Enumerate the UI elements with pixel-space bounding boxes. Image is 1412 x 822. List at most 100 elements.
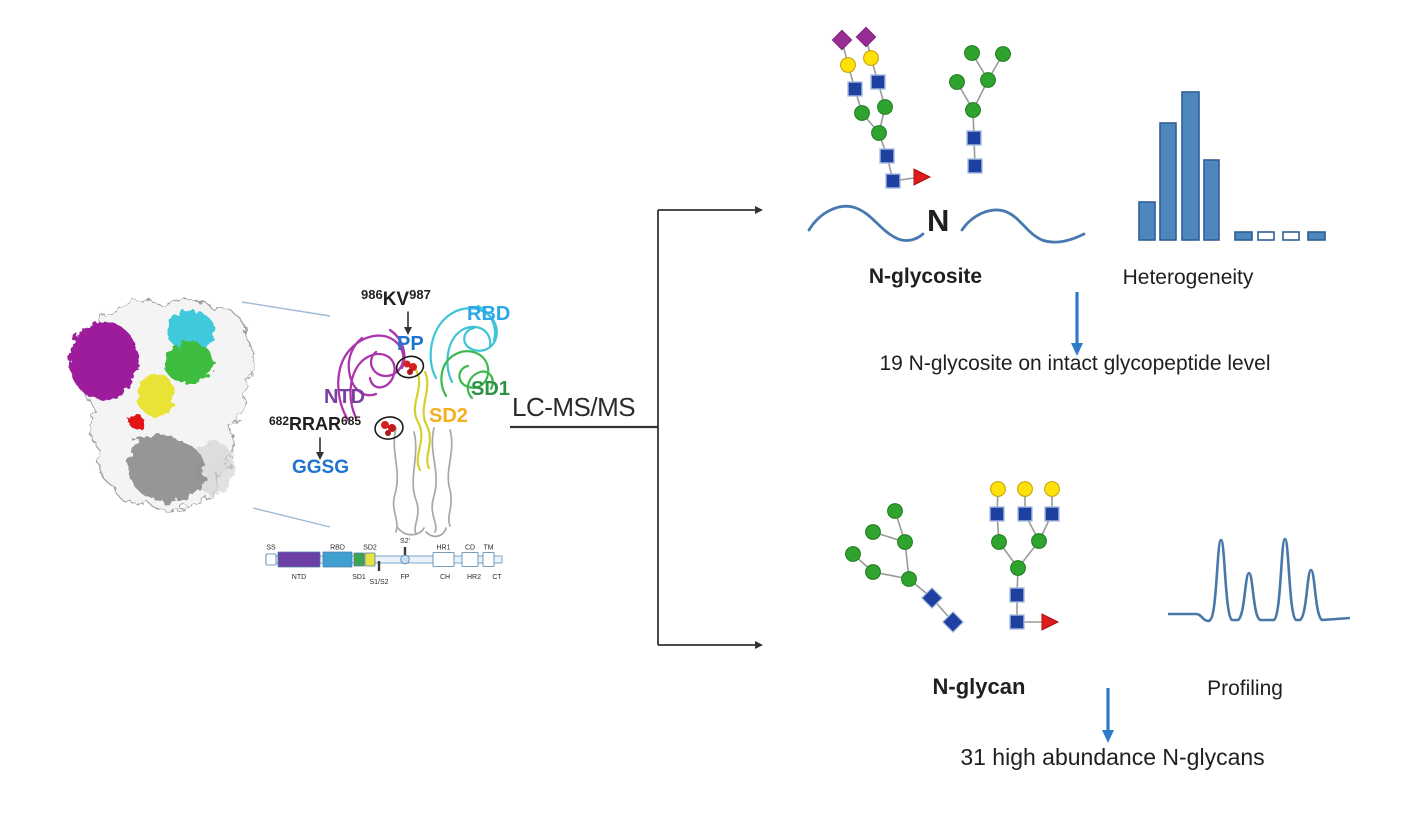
bar-filled [1203,159,1220,241]
ribbon-sd1 [440,350,494,400]
mannose-circle [845,546,861,562]
peptide-n-letter: N [927,203,950,238]
rbd-label: RBD [467,303,511,325]
glycan-oligomannose-tilted [845,503,965,634]
site-label: N-glycosite [868,265,983,288]
mannose-circle [964,45,980,61]
domain-label: CH [440,574,450,581]
domain-label: SD1 [352,574,366,581]
spike-surface-structure [69,298,255,512]
sd2-label: SD2 [429,405,468,427]
bar-filled [1159,122,1177,241]
galactose-circle [863,50,879,66]
mannose-circle [877,99,893,115]
glycan-oligomannose-man5 [949,45,1011,174]
profiling-label: Profiling [1207,677,1283,700]
glcnac-square [989,506,1005,522]
sialic-acid-diamond [855,26,877,48]
domain-box [322,551,353,568]
surface-sd2-domain [137,373,175,417]
glcnac-square [1009,614,1025,630]
glcnac-diamond [920,586,944,610]
glcnac-square [885,173,901,189]
peptide-wave [807,204,1086,244]
spike-ribbon-structure [316,304,498,538]
glycan-structures [831,26,1060,634]
rrar-mutation-label: 682RRAR685 [269,415,361,434]
glycan-complex-triantennary-fucosylated [989,481,1060,631]
fp-dot [400,554,410,565]
kv-residue-start: 986 [361,287,383,302]
domain-label: S1/S2 [369,579,388,586]
annotation-arrows [316,311,412,460]
domain-label: TM [483,545,493,552]
rrar-site-circle [374,416,404,440]
callout-lines [241,301,331,528]
kv-mutation-label: 986KV987 [361,288,431,310]
domain-box [353,552,365,567]
ribbon-sd2 [413,368,431,472]
surface-ntd-domain [69,322,139,400]
rrar-residue-end: 685 [341,414,362,428]
glcnac-square [1044,506,1060,522]
domain-label: CT [492,574,502,581]
galactose-circle [840,57,856,73]
peptide-wave-right [960,208,1086,244]
bar-filled [1234,231,1253,241]
bar-filled [1181,91,1200,241]
mannose-circle [1010,560,1026,576]
mannose-circle [887,503,903,519]
pp-site-circle [395,355,425,379]
cleavage-tick [403,547,407,557]
top-result-text: 19 N-glycosite on intact glycopeptide le… [879,352,1271,375]
peptide-wave-left [807,204,925,242]
mannose-circle [871,125,887,141]
domain-label: SD2 [363,545,377,552]
domain-label: RBD [330,545,345,552]
mannose-circle [980,72,996,88]
rrar-residue-start: 682 [269,414,290,428]
sialic-acid-diamond [831,29,853,51]
glcnac-square [966,130,982,146]
ribbon-mutation-sites [381,360,417,436]
mannose-circle [901,571,917,587]
mannose-circle [865,524,881,540]
domain-box [461,552,479,567]
heterogeneity-label: Heterogeneity [1122,266,1254,289]
bar-filled [1307,231,1326,241]
flow-arrows [1071,292,1114,743]
lcmsms-bracket [510,206,763,649]
surface-cleavage-site [128,413,144,429]
glcnac-square [847,81,863,97]
fucose-triangle [913,168,932,186]
cleavage-tick [377,561,381,571]
domain-label: CD [465,545,475,552]
domain-label: HR1 [436,545,450,552]
glycan-complex-biantennary-sialylated [831,26,932,189]
glycan-label: N-glycan [932,674,1026,699]
chromatogram-trace [1168,537,1351,623]
surface-rbd-domain [167,311,215,351]
glcnac-square [1009,587,1025,603]
rrar-residues: RRAR [289,414,342,434]
kv-residue-end: 987 [409,287,431,302]
mannose-circle [991,534,1007,550]
galactose-circle [1044,481,1060,497]
method-label: LC-MS/MS [512,392,636,422]
sd1-label: SD1 [471,378,510,400]
ggsg-label: GGSG [292,457,350,478]
callout-line-bottom [252,507,331,528]
domain-label: HR2 [467,574,481,581]
galactose-circle [1017,481,1033,497]
domain-label: S2' [400,538,410,545]
domain-label: FP [401,574,410,581]
mannose-circle [854,105,870,121]
spike-dark-protomer [127,434,206,502]
mannose-circle [1031,533,1047,549]
mannose-circle [865,564,881,580]
bar-filled [1138,201,1156,241]
profiling-chromatogram [1168,537,1351,623]
